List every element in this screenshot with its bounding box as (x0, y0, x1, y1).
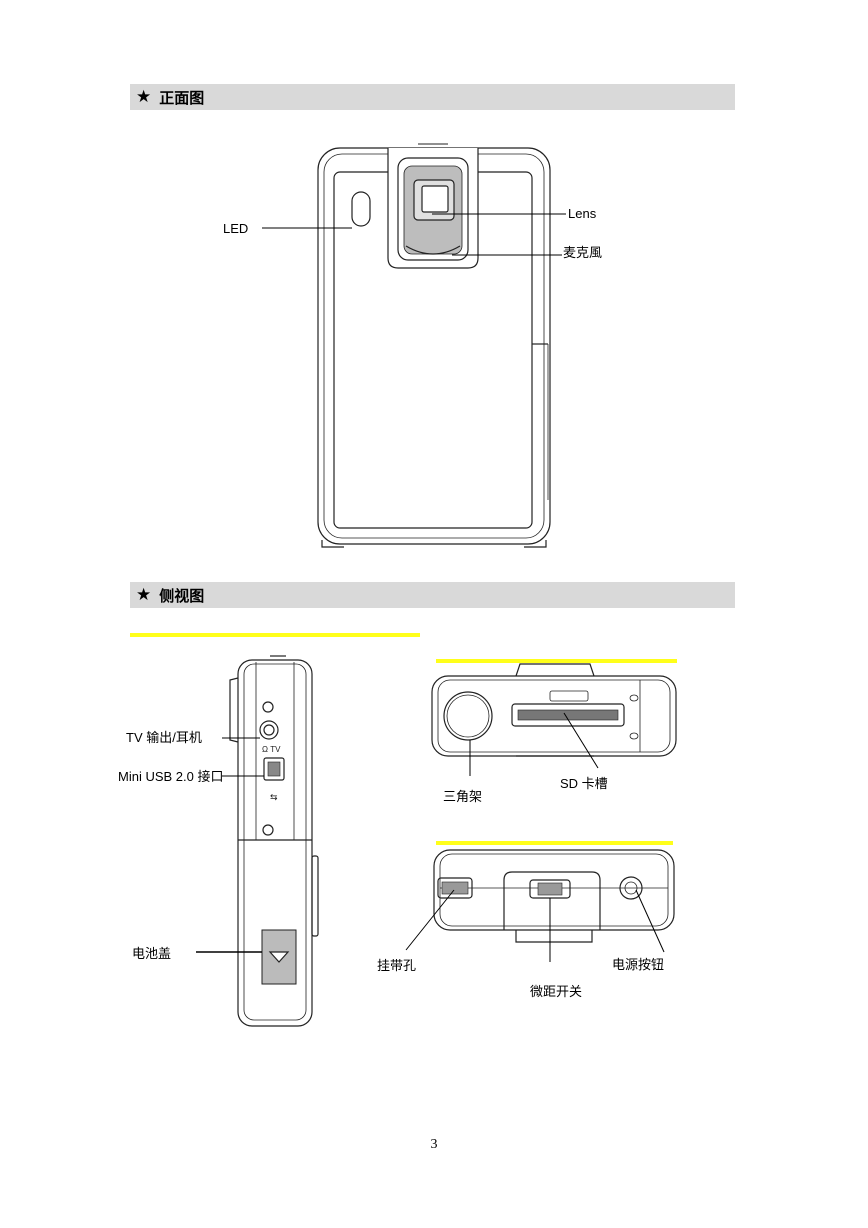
label-power-button: 电源按钮 (612, 957, 665, 972)
yellow-divider-left (130, 633, 420, 637)
camera-bottom-view (433, 849, 675, 943)
star-icon: ★ (136, 87, 152, 106)
yellow-divider-bottom-view (436, 841, 673, 845)
svg-text:⇆: ⇆ (270, 793, 278, 803)
section-title-side-view: 侧视图 (159, 587, 205, 605)
svg-text:Ω TV: Ω TV (262, 745, 281, 754)
label-sd-slot: SD 卡槽 (560, 776, 608, 791)
star-icon: ★ (136, 585, 152, 604)
camera-front-view (317, 143, 551, 548)
label-strap-hole: 挂带孔 (377, 958, 417, 973)
label-macro-switch: 微距开关 (530, 984, 583, 999)
leader-lines (196, 213, 665, 962)
label-tripod: 三角架 (443, 789, 483, 804)
label-lens: Lens (568, 206, 597, 221)
section-title-front-view: 正面图 (159, 89, 205, 107)
camera-side-view: Ω TV ⇆ (229, 655, 319, 1027)
label-battery-cover: 电池盖 (132, 946, 172, 961)
section-header-side-view: ★ 侧视图 (130, 582, 735, 608)
label-led: LED (223, 221, 249, 236)
label-tv-out: TV 输出/耳机 (126, 730, 202, 745)
section-header-front-view: ★ 正面图 (130, 84, 735, 110)
yellow-divider-top-view (436, 659, 677, 663)
camera-top-view (431, 663, 677, 757)
page-number: 3 (430, 1137, 438, 1152)
label-microphone: 麦克風 (563, 245, 603, 260)
label-mini-usb: Mini USB 2.0 接口 (118, 769, 224, 784)
